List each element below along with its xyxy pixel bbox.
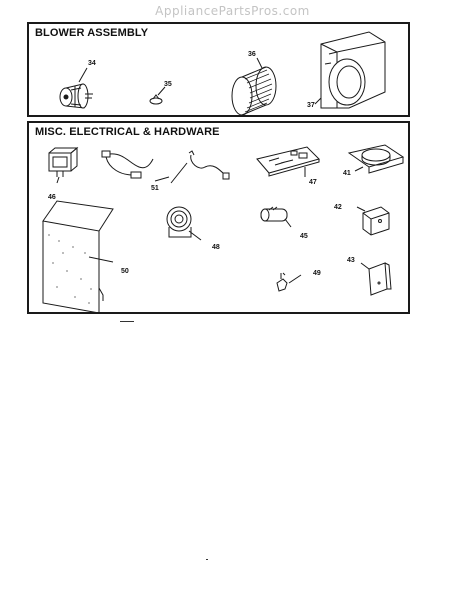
limit-switch-part xyxy=(166,206,202,241)
motor-mount-part xyxy=(149,86,166,105)
callout-cabinet-panel: 50 xyxy=(121,268,129,275)
misc-electrical-hardware-title: MISC. ELECTRICAL & HARDWARE xyxy=(35,126,220,138)
diode-part xyxy=(276,272,302,292)
blower-motor-part xyxy=(59,67,93,109)
callout-control-board: 47 xyxy=(309,179,317,186)
cabinet-panel-part xyxy=(42,200,114,314)
blower-assembly-illustration xyxy=(59,31,386,116)
blower-wheel-part xyxy=(231,57,277,116)
scan-dot xyxy=(206,559,208,560)
callout-wheel: 36 xyxy=(248,51,256,58)
scan-mark xyxy=(120,321,134,322)
callout-bracket: 42 xyxy=(334,204,342,211)
callout-cover: 43 xyxy=(347,257,355,264)
wire-harness-part xyxy=(101,150,230,184)
blower-assembly-title: BLOWER ASSEMBLY xyxy=(35,27,149,39)
control-board-part xyxy=(256,146,320,177)
callout-diode: 49 xyxy=(313,270,321,277)
callout-harness: 51 xyxy=(151,185,159,192)
misc-electrical-hardware-panel: MISC. ELECTRICAL & HARDWARE xyxy=(27,121,410,314)
misc-electrical-illustration xyxy=(42,144,405,314)
callout-limit-switch: 48 xyxy=(212,244,220,251)
callout-transformer: 46 xyxy=(48,194,56,201)
callout-motor: 34 xyxy=(88,60,96,67)
callout-mount: 35 xyxy=(164,81,172,88)
callout-capacitor: 45 xyxy=(300,233,308,240)
blower-assembly-panel: BLOWER ASSEMBLY xyxy=(27,22,410,117)
watermark-text: AppliancePartsPros.com xyxy=(155,4,310,18)
capacitor-part xyxy=(260,206,292,228)
access-cover-part xyxy=(360,262,392,296)
blower-housing-part xyxy=(314,31,386,109)
callout-collar: 41 xyxy=(343,170,351,177)
duct-collar-part xyxy=(347,144,405,174)
callout-housing: 37 xyxy=(307,102,315,109)
transformer-part xyxy=(48,146,79,184)
mounting-bracket-part xyxy=(356,206,390,236)
